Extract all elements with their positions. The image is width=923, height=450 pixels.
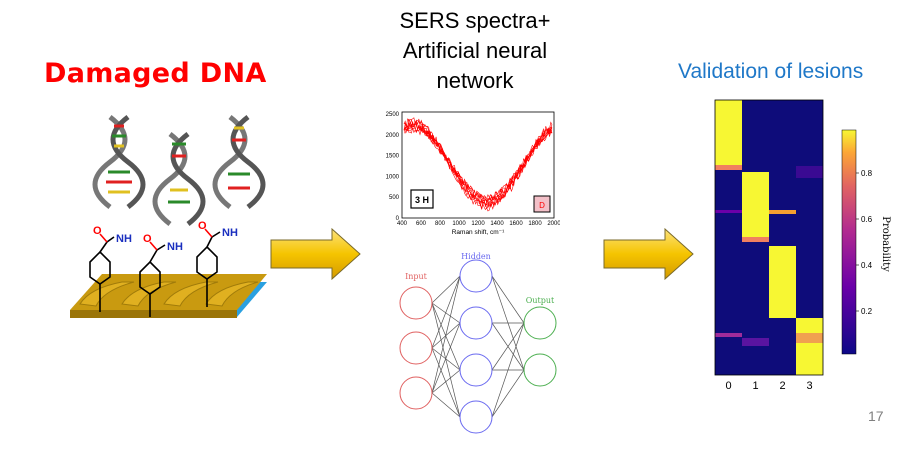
oxygen-label-2: O [143,233,152,245]
heatmap-cell [715,210,742,213]
colorbar-label: Probability [880,216,891,272]
heatmap-cell [796,166,823,178]
heatmap-cell [796,333,823,343]
amide-label-2: NH [167,241,183,253]
dna-helix-2 [152,132,206,226]
output-node [523,353,557,387]
spectrum-xtick: 1600 [509,221,523,227]
colorbar-tick: 0.6 [861,215,873,224]
spectrum-line [403,126,553,204]
hidden-node [459,353,493,387]
heatmap-cell [715,333,742,337]
heatmap-cell [715,100,742,168]
network-edge [431,369,461,394]
input-node [399,376,433,410]
network-edge [491,275,525,324]
hidden-node [459,259,493,293]
spectrum-xtick: 800 [435,221,446,227]
sers-title-line-3: network [436,68,514,93]
dna-helix-1 [92,115,146,209]
spectrum-ytick: 500 [389,195,400,201]
sers-ann-title: SERS spectra+ Artificial neural network [370,6,580,96]
input-layer-label: Input [405,272,428,281]
network-edge [431,275,461,394]
class-badge [533,195,551,213]
colorbar-tick: 0.8 [861,169,873,178]
network-edge [431,347,461,418]
lesion-probability-heatmap: 0 1 2 3 0.8 0.6 0.4 0.2 Probability [714,99,891,392]
hidden-node [459,400,493,434]
network-edge [431,275,461,349]
output-node [523,306,557,340]
network-edge [431,302,461,324]
spectrum-xtick: 400 [397,221,408,227]
probability-colorbar [841,129,857,355]
linker-molecules [89,231,221,317]
right-arrow-icon [270,228,361,280]
network-edge [431,392,461,418]
heatmap-cell [742,338,769,346]
network-edge [491,322,525,371]
spectrum-ytick: 1500 [386,154,400,160]
network-edge [431,347,461,371]
network-edge [431,302,461,418]
neural-network-diagram: Input Hidden Output [399,252,557,434]
network-edge [491,369,525,418]
sample-badge-text: 3 H [415,195,429,205]
heatmap-cell [715,165,742,170]
network-edge [431,302,461,371]
spectrum-xtick: 1400 [490,221,504,227]
sers-title-line-1: SERS spectra+ [399,8,551,33]
colorbar-tick: 0.2 [861,307,873,316]
network-edge [491,322,525,418]
heatmap-cell [796,318,823,375]
hidden-node [459,306,493,340]
damaged-dna-illustration: O O O NH NH NH [70,115,267,318]
spectrum-ytick: 2500 [386,112,400,118]
heatmap-xtick: 1 [752,380,758,392]
sers-spectra-plot: 2500 2000 1500 1000 500 0 400 600 800 1000 1200 14… [386,111,560,236]
spectrum-xtick: 1200 [471,221,485,227]
heatmap-cell [742,237,769,242]
spectrum-ytick: 2000 [386,133,400,139]
network-connections [431,275,525,418]
spectrum-xtick: 2000 [547,221,560,227]
spectrum-xtick: 1000 [452,221,466,227]
hidden-layer-label: Hidden [461,252,491,261]
input-node [399,331,433,365]
network-edge [431,322,461,394]
heatmap-cells [715,100,823,375]
damaged-dna-title: Damaged DNA [44,58,267,89]
validation-title: Validation of lesions [678,60,864,83]
input-node [399,286,433,320]
heatmap-cell [769,210,796,214]
oxygen-label-1: O [93,225,102,237]
spectrum-xtick: 600 [416,221,427,227]
heatmap-xtick: 0 [725,380,731,392]
spectrum-xlabel: Raman shift, cm⁻¹ [452,229,505,236]
class-badge-text: D [539,201,545,210]
amide-label-1: NH [116,233,132,245]
sample-badge [410,189,434,209]
heatmap-cell [769,246,796,318]
output-layer-label: Output [526,296,555,305]
heatmap-cell [742,172,769,242]
sers-title-line-2: Artificial neural [402,38,548,63]
network-edge [431,275,461,304]
spectrum-ytick: 0 [396,216,400,222]
amide-label-3: NH [222,227,238,239]
spectrum-ytick: 1000 [386,174,400,180]
spectrum-xtick: 1800 [528,221,542,227]
page-number: 17 [868,408,884,424]
spectra-lines [403,117,553,212]
colorbar-tick: 0.4 [861,261,873,270]
right-arrow-icon [603,228,694,280]
spectrum-line [403,117,553,207]
heatmap-xtick: 3 [806,380,812,392]
oxygen-label-3: O [198,220,207,232]
network-nodes [399,259,557,434]
heatmap-xtick: 2 [779,380,785,392]
spectrum-line [403,118,553,209]
dna-helix-3 [212,115,266,209]
